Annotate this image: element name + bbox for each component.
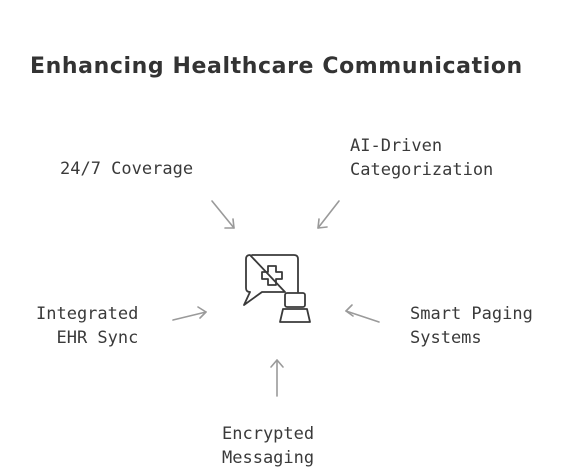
- arrow-from-top-right: [317, 200, 340, 229]
- arrow-from-left: [172, 306, 207, 321]
- node-label-line: Messaging: [222, 448, 315, 468]
- node-label-line: Categorization: [350, 160, 494, 180]
- node-smart-paging-systems: Smart Paging Systems: [410, 302, 533, 350]
- node-label-line: EHR Sync: [56, 328, 139, 348]
- arrow-from-right: [345, 304, 380, 323]
- node-label-line: Smart Paging: [410, 304, 533, 324]
- chat-medical-laptop-icon: [243, 254, 311, 323]
- node-247-coverage: 24/7 Coverage: [60, 157, 193, 181]
- node-label-line: Integrated: [36, 304, 139, 324]
- node-encrypted-messaging: Encrypted Messaging: [222, 422, 314, 470]
- node-label-line: Systems: [410, 328, 482, 348]
- node-label-line: AI-Driven: [350, 136, 443, 156]
- arrow-from-top-left: [211, 200, 235, 229]
- node-label-line: Encrypted: [222, 424, 315, 444]
- diagram-title: Enhancing Healthcare Communication: [30, 54, 523, 79]
- node-integrated-ehr-sync: Integrated EHR Sync: [36, 302, 138, 350]
- arrow-from-bottom: [270, 359, 284, 397]
- node-label-line: 24/7 Coverage: [60, 159, 194, 179]
- node-ai-driven-categorization: AI-Driven Categorization: [350, 134, 493, 182]
